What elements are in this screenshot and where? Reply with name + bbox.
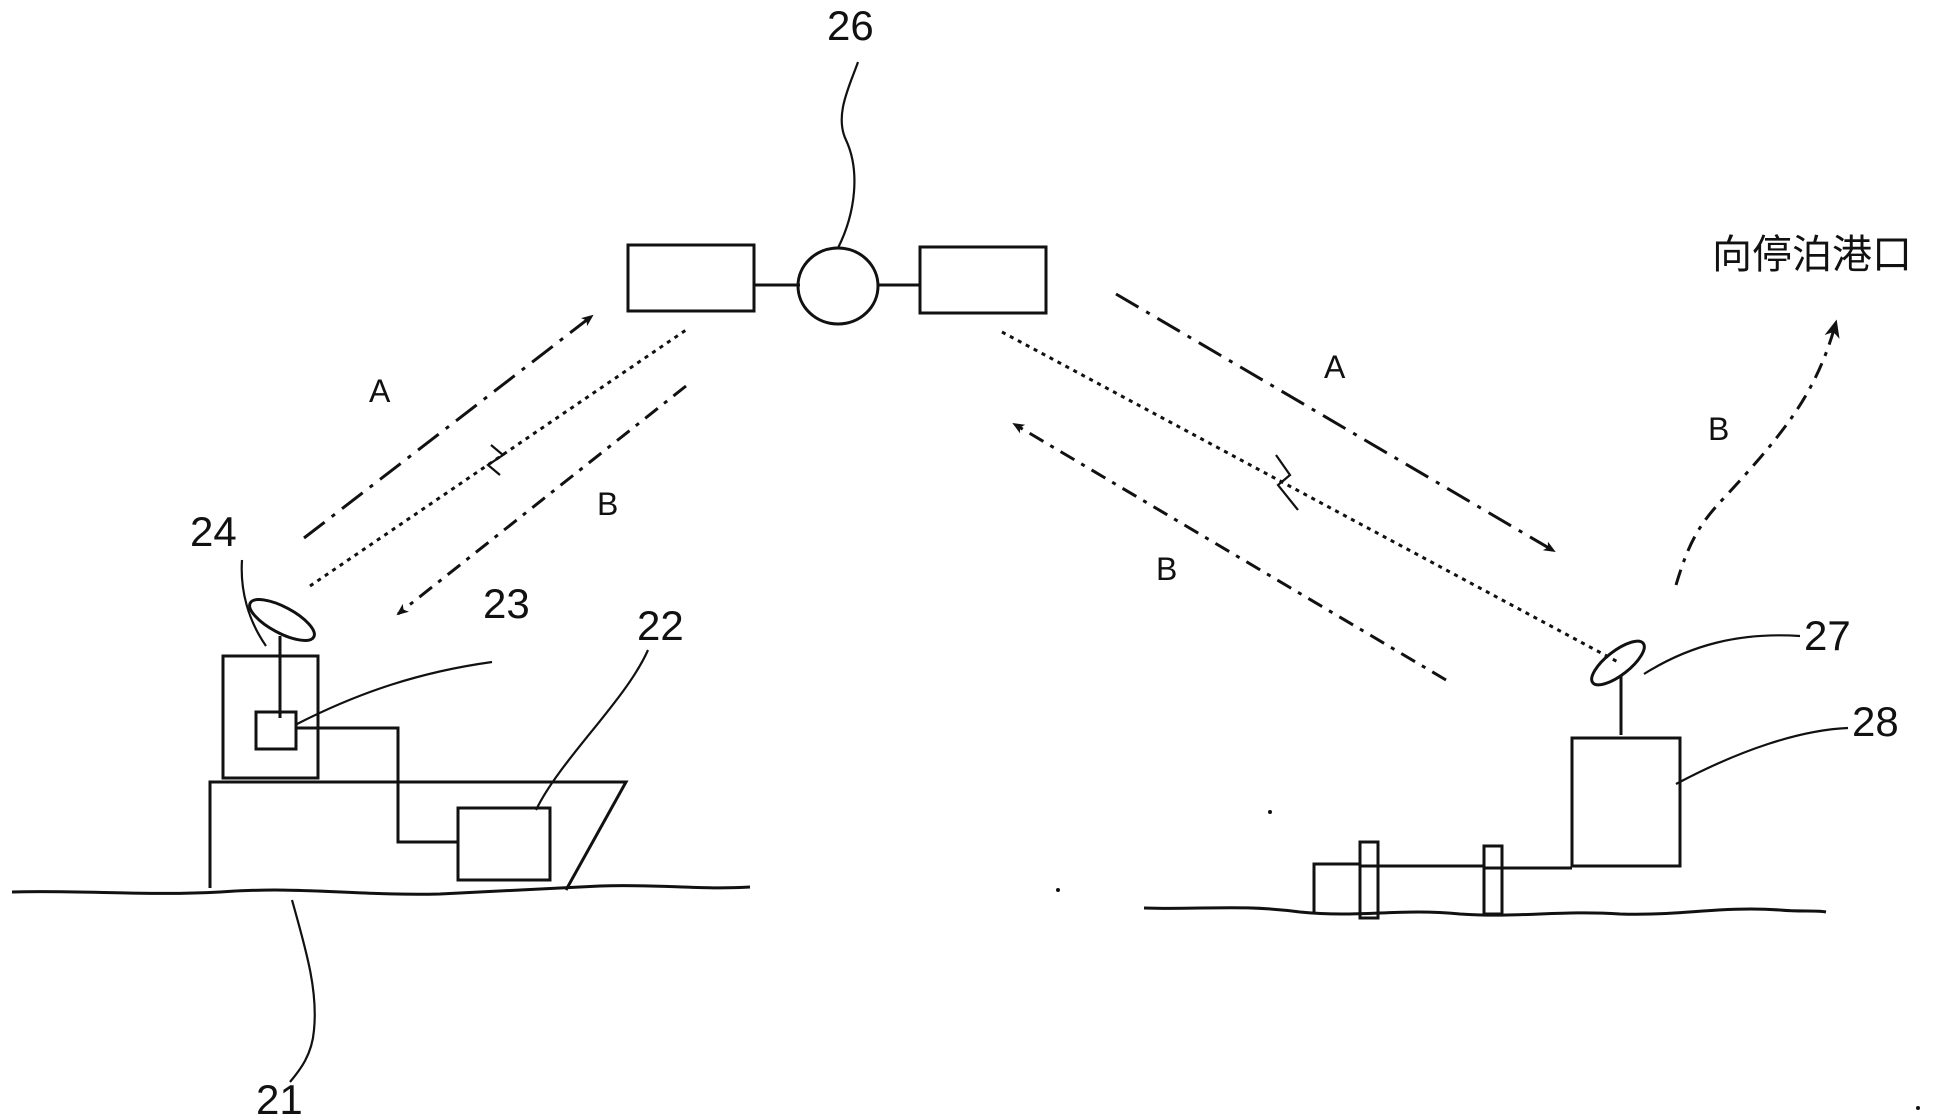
ship-hull: [208, 780, 629, 891]
link-label-b-left: B: [597, 486, 618, 522]
label-ship-terminal: 23: [483, 580, 530, 627]
lightning-left: [486, 444, 505, 476]
port-building: [1570, 736, 1682, 868]
satellite-body: [796, 246, 880, 326]
port-antenna-dish: [1590, 639, 1646, 687]
label-ship-antenna: 24: [190, 508, 237, 555]
uplink-b-right: [1012, 422, 1447, 682]
link-dotted-right: [1001, 330, 1619, 664]
sea-right: [1143, 906, 1827, 917]
downlink-b-left: [396, 384, 687, 616]
link-label-b-right: B: [1156, 551, 1177, 587]
uplink-a-left: [303, 314, 594, 540]
pier-post-right: [1482, 844, 1504, 916]
label-port-antenna: 27: [1804, 612, 1851, 659]
right-links: [1001, 292, 1840, 682]
destination-label: 向停泊港口: [1712, 232, 1912, 278]
ship-cabin: [221, 654, 320, 780]
label-satellite: 26: [827, 2, 874, 49]
link-label-b-onward: B: [1708, 411, 1729, 447]
left-links: [303, 314, 687, 616]
ship: [208, 559, 650, 1083]
link-label-a-right: A: [1324, 349, 1346, 385]
link-label-a-left: A: [369, 373, 391, 409]
ship-terminal: [254, 710, 298, 751]
label-ship-device: 22: [637, 602, 684, 649]
label-ship: 21: [256, 1076, 303, 1120]
satellite: [626, 61, 1048, 326]
port-station: [1312, 634, 1849, 920]
ship-device: [456, 806, 552, 882]
pier: [1312, 862, 1572, 914]
downlink-a-right: [1115, 292, 1556, 553]
onward-link-b: [1674, 319, 1840, 586]
satellite-left-panel: [626, 243, 756, 313]
satellite-right-panel: [918, 245, 1048, 315]
ship-antenna-dish: [248, 598, 316, 642]
pier-post-left: [1358, 840, 1380, 920]
sea-left: [11, 884, 751, 896]
lightning-right: [1275, 454, 1299, 511]
label-port-station: 28: [1852, 698, 1899, 745]
